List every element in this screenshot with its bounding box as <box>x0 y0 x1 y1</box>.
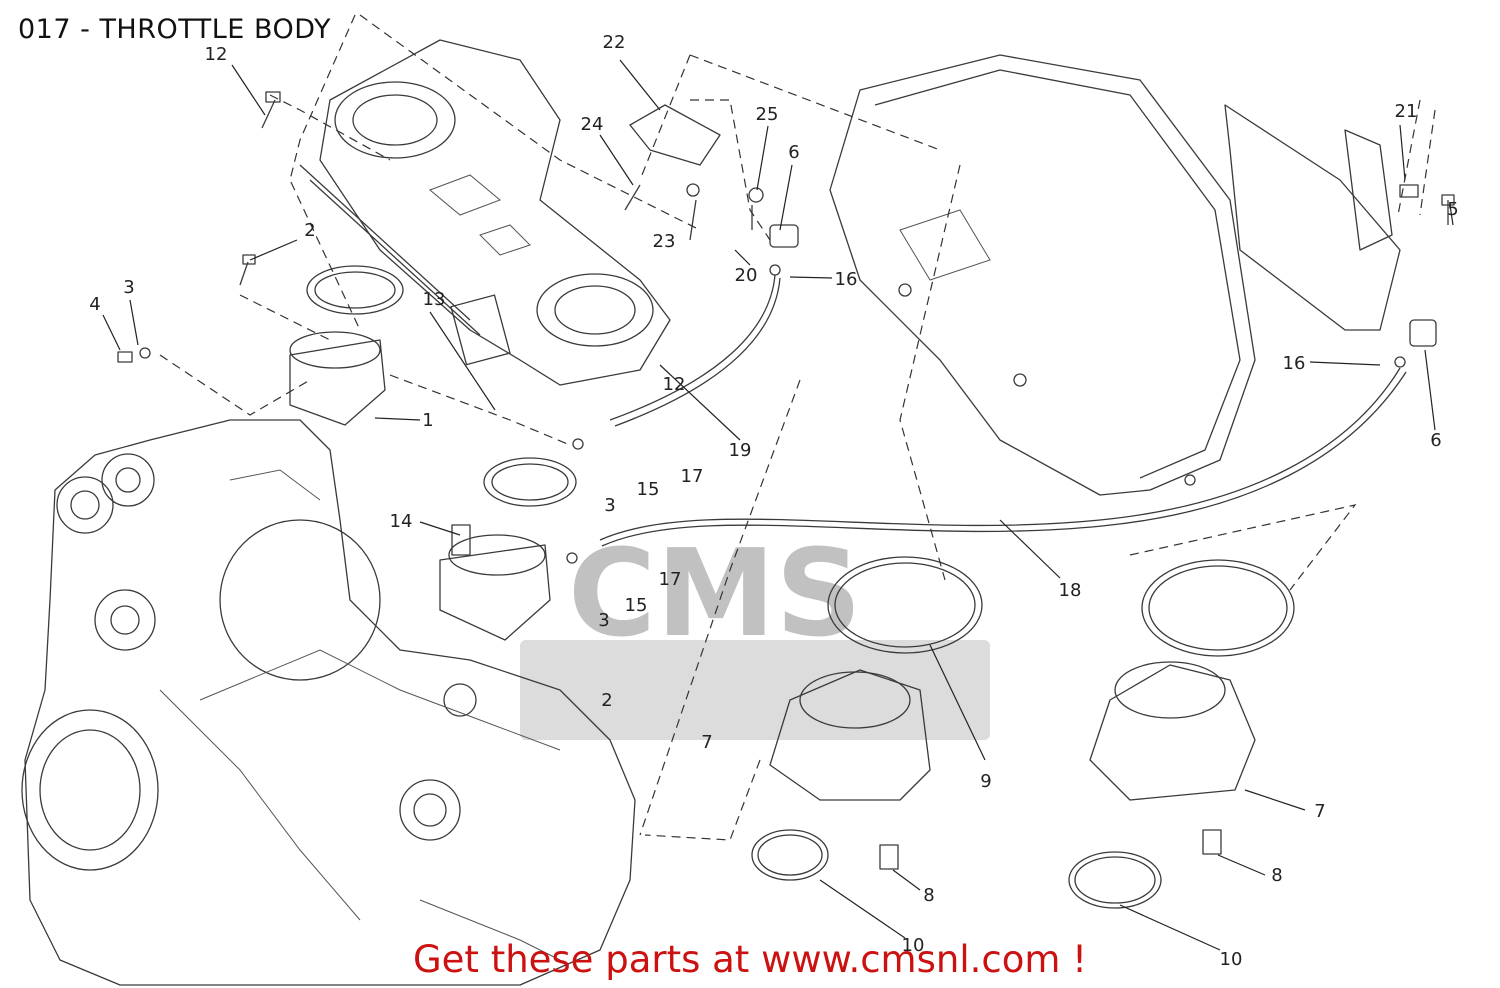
airbox <box>829 54 1256 496</box>
callout-7: 7 <box>701 732 712 753</box>
throttle-body-assembly <box>299 39 671 386</box>
callout-5: 5 <box>1447 199 1458 220</box>
callout-16: 16 <box>1283 353 1306 374</box>
gaskets-and-adapters <box>751 556 1295 909</box>
diagram-title: 017 - THROTTLE BODY <box>18 14 332 45</box>
leader-lines <box>102 59 1454 951</box>
callout-10: 10 <box>902 935 925 956</box>
callout-17: 17 <box>659 569 682 590</box>
intake-clamps-and-manifolds <box>289 265 577 641</box>
callout-7: 7 <box>1314 801 1325 822</box>
callout-8: 8 <box>923 885 934 906</box>
watermark-text: CMS <box>568 525 862 664</box>
callout-21: 21 <box>1395 101 1418 122</box>
vacuum-hoses <box>599 264 1407 547</box>
callout-10: 10 <box>1220 949 1243 970</box>
callout-15: 15 <box>637 479 660 500</box>
callout-2: 2 <box>304 220 315 241</box>
callout-1: 1 <box>422 410 433 431</box>
callout-17: 17 <box>681 466 704 487</box>
callout-20: 20 <box>735 265 758 286</box>
callout-16: 16 <box>835 269 858 290</box>
fasteners <box>117 91 1455 870</box>
callout-3: 3 <box>604 495 615 516</box>
engine-block <box>21 419 636 986</box>
promo-link-text[interactable]: Get these parts at www.cmsnl.com ! <box>412 938 1087 981</box>
callout-4: 4 <box>89 294 100 315</box>
callout-18: 18 <box>1059 580 1082 601</box>
callout-23: 23 <box>653 231 676 252</box>
callout-2: 2 <box>601 690 612 711</box>
callout-14: 14 <box>390 511 413 532</box>
callout-25: 25 <box>756 104 779 125</box>
callout-3: 3 <box>598 610 609 631</box>
callout-12: 12 <box>663 374 686 395</box>
callout-22: 22 <box>603 32 626 53</box>
callout-15: 15 <box>625 595 648 616</box>
callout-9: 9 <box>980 771 991 792</box>
callouts: 1 2 2 3 3 3 4 5 6 6 7 7 8 8 9 10 10 12 1… <box>89 32 1458 970</box>
callout-19: 19 <box>729 440 752 461</box>
callout-12: 12 <box>205 44 228 65</box>
sensors-and-brackets <box>629 104 1437 347</box>
assembly-guide-lines <box>159 14 1436 841</box>
callout-13: 13 <box>423 289 446 310</box>
callout-24: 24 <box>581 114 604 135</box>
callout-6: 6 <box>1430 430 1441 451</box>
watermark: CMS <box>520 525 990 740</box>
callout-3: 3 <box>123 277 134 298</box>
callout-6: 6 <box>788 142 799 163</box>
callout-8: 8 <box>1271 865 1282 886</box>
